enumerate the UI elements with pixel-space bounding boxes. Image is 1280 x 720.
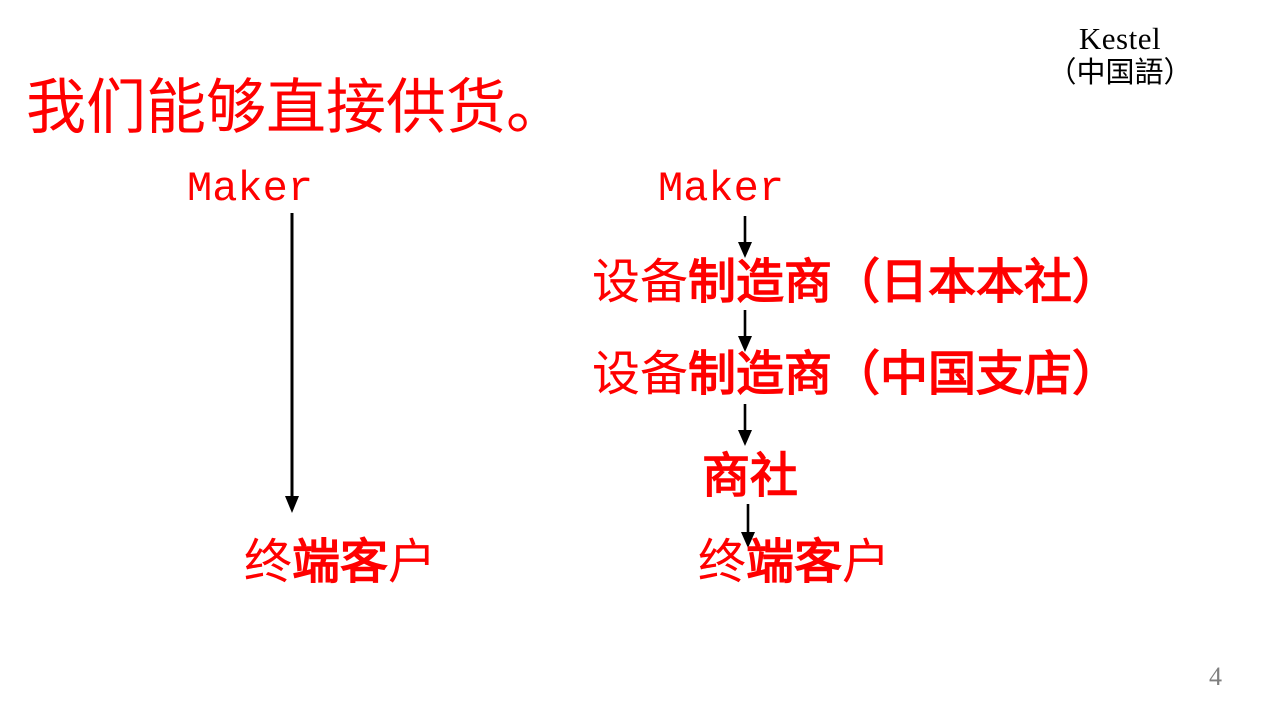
left-node-maker-label: Maker (187, 165, 314, 213)
left-node-end-user-label-part3: 户 (388, 536, 437, 589)
left-node-end-user: 终端客户 (244, 538, 436, 587)
right-node-maker-label: Maker (658, 165, 785, 213)
right-node-end-user-label-part1: 终 (698, 536, 747, 589)
left-node-end-user-label-part1: 终 (244, 536, 293, 589)
right-arrow-maker-to-manufacturer-japan-hq (730, 216, 760, 260)
right-arrow-china-branch-to-trading-company (730, 404, 760, 448)
right-flow-column: Maker 设备制造商（日本本社） 设备制造商（中国支店） (548, 0, 1148, 720)
right-node-trading-company: 商社 (702, 452, 798, 501)
page-title: 我们能够直接供货。 (26, 75, 566, 141)
right-node-end-user-label-part2: 端客 (746, 534, 843, 590)
company-name: Kestel (1078, 21, 1162, 56)
right-node-manufacturer-japan-hq: 设备制造商（日本本社） (592, 258, 1120, 307)
right-node-manufacturer-china-branch-label-part2: 制造商（中国支店） (688, 346, 1121, 402)
right-node-trading-company-label: 商社 (702, 448, 799, 504)
right-node-end-user: 终端客户 (698, 538, 890, 587)
right-arrow-japan-hq-to-china-branch (730, 310, 760, 354)
right-arrow-trading-company-to-end-user (733, 504, 763, 550)
right-node-manufacturer-china-branch: 设备制造商（中国支店） (592, 350, 1120, 399)
right-node-maker: Maker (658, 168, 784, 210)
right-node-manufacturer-japan-hq-label-part2: 制造商（日本本社） (688, 254, 1121, 310)
right-node-manufacturer-japan-hq-label-part1: 设备 (592, 256, 689, 309)
left-node-end-user-label-part2: 端客 (292, 534, 389, 590)
left-arrow-maker-to-end-user (276, 213, 308, 515)
language-label: （中国語） (1047, 56, 1193, 89)
left-node-maker: Maker (187, 168, 313, 210)
left-flow-column: Maker 终端客户 (92, 0, 492, 720)
page-number: 4 (1209, 662, 1222, 691)
right-node-manufacturer-china-branch-label-part1: 设备 (592, 348, 689, 401)
right-node-end-user-label-part3: 户 (842, 536, 891, 589)
slide-header: Kestel （中国語） (980, 21, 1260, 89)
